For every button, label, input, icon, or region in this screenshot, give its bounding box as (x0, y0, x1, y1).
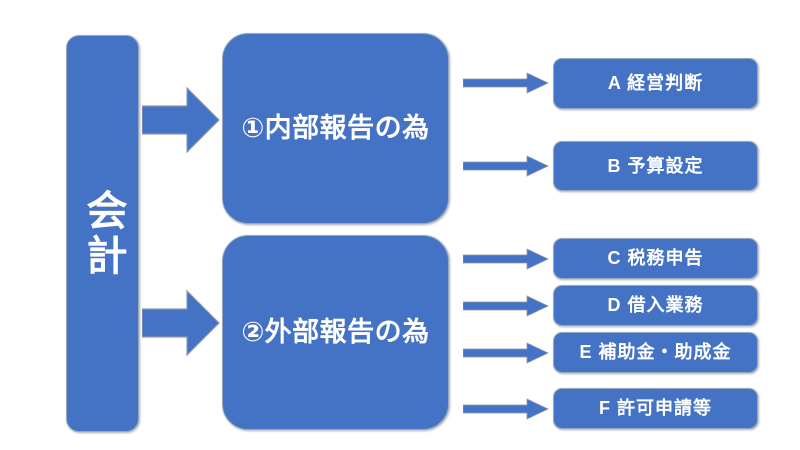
branch-node-internal-report[interactable]: ①内部報告の為 (222, 33, 449, 224)
leaf-node-label: D 借入業務 (607, 295, 704, 316)
leaf-node-label: F 許可申請等 (599, 398, 712, 419)
connector-branch-2-to-leaf-c (463, 248, 549, 270)
leaf-node-f[interactable]: F 許可申請等 (553, 388, 758, 429)
connector-branch-2-to-leaf-e (463, 342, 549, 364)
branch-node-label: ②外部報告の為 (241, 316, 430, 347)
right-arrow-icon (463, 295, 549, 317)
connector-branch-2-to-leaf-d (463, 295, 549, 317)
branch-node-label: ①内部報告の為 (241, 112, 430, 143)
right-block-arrow-icon (142, 289, 220, 357)
right-arrow-icon (463, 248, 549, 270)
connector-branch-1-to-leaf-b (463, 155, 549, 177)
leaf-node-label: B 予算設定 (607, 155, 704, 176)
leaf-node-label: A 経営判断 (607, 73, 704, 94)
connector-root-to-branch-2 (142, 288, 220, 358)
right-block-arrow-icon (142, 86, 220, 154)
leaf-node-e[interactable]: E 補助金・助成金 (553, 332, 758, 373)
right-arrow-icon (463, 342, 549, 364)
branch-node-external-report[interactable]: ②外部報告の為 (222, 235, 449, 430)
right-arrow-icon (463, 72, 549, 94)
leaf-node-b[interactable]: B 予算設定 (553, 141, 758, 191)
connector-branch-1-to-leaf-a (463, 72, 549, 94)
leaf-node-d[interactable]: D 借入業務 (553, 285, 758, 326)
right-arrow-icon (463, 398, 549, 420)
leaf-node-c[interactable]: C 税務申告 (553, 238, 758, 279)
root-node-label: 会計 (80, 188, 127, 279)
leaf-node-label: E 補助金・助成金 (579, 342, 732, 363)
root-node-accounting[interactable]: 会計 (66, 35, 139, 432)
connector-root-to-branch-1 (142, 85, 220, 155)
leaf-node-a[interactable]: A 経営判断 (553, 58, 758, 109)
leaf-node-label: C 税務申告 (607, 248, 704, 269)
connector-branch-2-to-leaf-f (463, 398, 549, 420)
right-arrow-icon (463, 155, 549, 177)
